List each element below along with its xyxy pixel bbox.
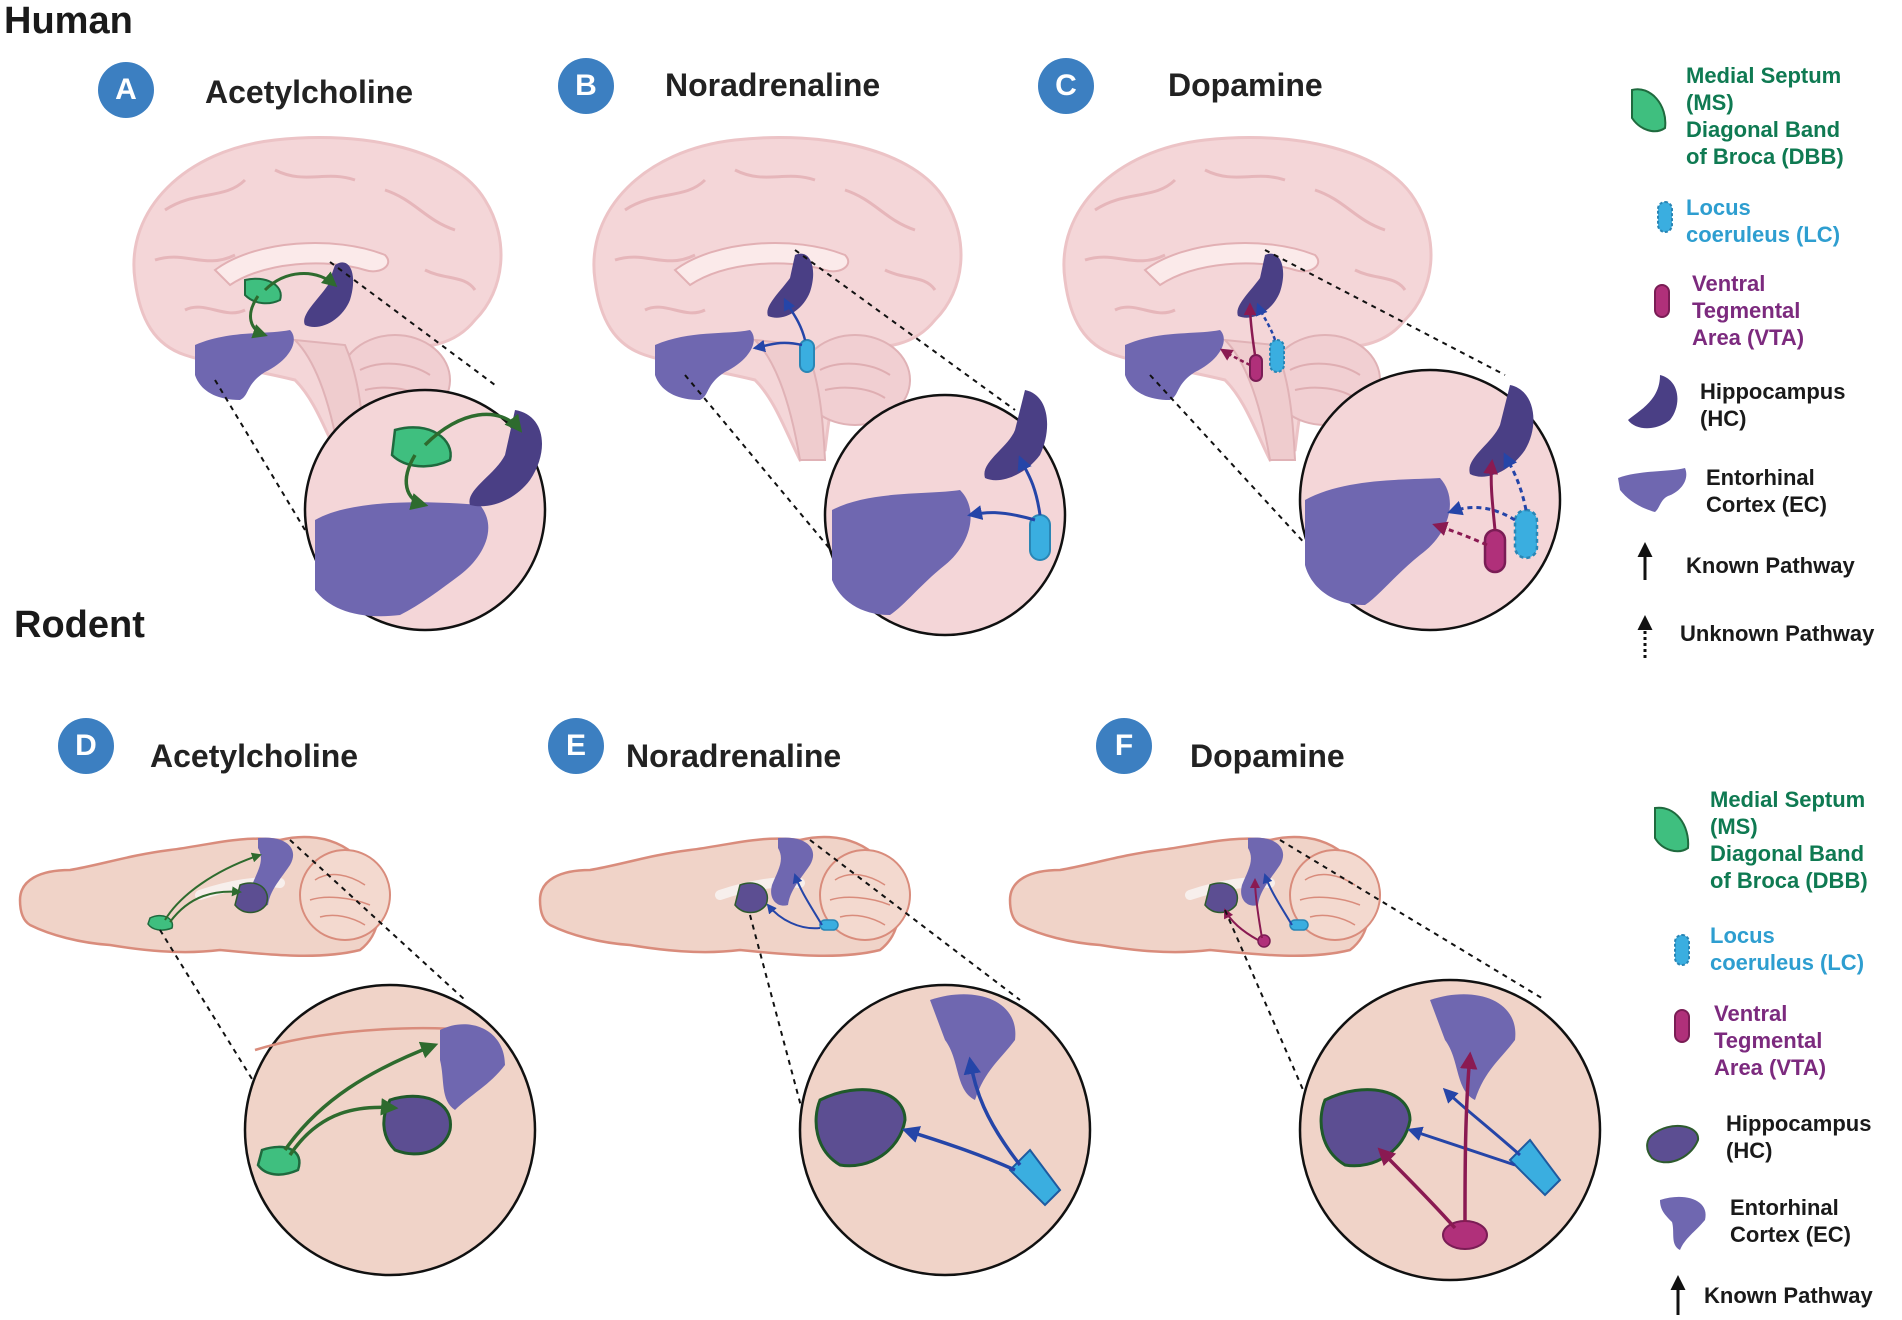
panel-e-badge: E (548, 718, 604, 774)
panel-c-artwork (1062, 136, 1562, 632)
panel-b-badge: B (558, 58, 614, 114)
panel-f-title: Dopamine (1190, 738, 1345, 774)
ms-legend-icon (1631, 88, 1667, 133)
panel-f-artwork (1010, 837, 1602, 1282)
legend-human-icons (1618, 88, 1687, 658)
ec-legend-icon (1618, 468, 1687, 512)
entorhinal-cortex (195, 330, 294, 400)
panel-e-artwork (540, 837, 1092, 1277)
panel-b-artwork (592, 136, 1067, 637)
panel-a-badge: A (98, 62, 154, 118)
lc-legend-icon (1657, 201, 1673, 233)
panel-c-title: Dopamine (1168, 67, 1323, 103)
legend-human-unknown: Unknown Pathway (1680, 621, 1875, 646)
hippocampus (304, 262, 354, 328)
panel-a-title: Acetylcholine (205, 74, 414, 110)
section-title-rodent: Rodent (14, 604, 145, 646)
panel-d-badge: D (58, 718, 114, 774)
legend-human-hc: Hippocampus(HC) (1700, 379, 1846, 431)
section-title-human: Human (4, 0, 133, 42)
panel-b-title: Noradrenaline (665, 67, 881, 103)
legend-rodent-hc: Hippocampus(HC) (1726, 1111, 1872, 1163)
panel-a-artwork (132, 136, 547, 632)
panel-d-artwork (20, 837, 537, 1277)
panel-c-badge: C (1038, 58, 1094, 114)
panel-f-badge: F (1096, 718, 1152, 774)
panel-e-title: Noradrenaline (626, 738, 842, 774)
legend-rodent-icons (1646, 806, 1706, 1315)
legend-rodent-known: Known Pathway (1704, 1283, 1873, 1308)
panel-d-title: Acetylcholine (150, 738, 359, 774)
legend-human-known: Known Pathway (1686, 553, 1855, 578)
vta-legend-icon (1654, 284, 1670, 318)
hc-legend-icon (1628, 375, 1678, 429)
